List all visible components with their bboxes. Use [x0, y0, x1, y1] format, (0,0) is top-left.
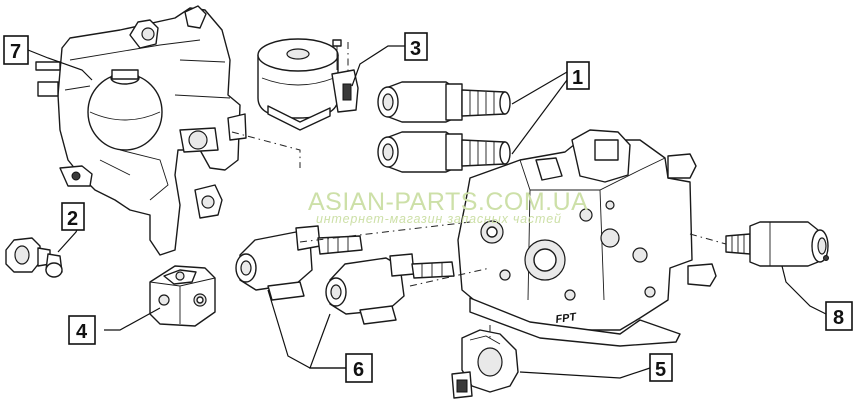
- callout-5-number: 5: [655, 359, 666, 381]
- callout-1-number: 1: [572, 67, 583, 89]
- part-7-hydraulic-accumulator-unit: [35, 5, 247, 256]
- callout-7-number: 7: [10, 41, 21, 63]
- callout-3: 3: [404, 32, 428, 61]
- part-3-electric-motor: [257, 38, 359, 131]
- part-4-connector-block: [149, 265, 216, 327]
- valve-body-block: FPT: [457, 129, 717, 347]
- part-6-pressure-valve-right: [325, 253, 455, 325]
- part-1-solenoid-valve-lower: [377, 131, 511, 173]
- callout-3-number: 3: [410, 38, 421, 60]
- part-5-position-sensor: [451, 329, 519, 399]
- callout-7: 7: [3, 35, 29, 65]
- part-8-solenoid-valve: [725, 221, 829, 267]
- callout-6-number: 6: [353, 359, 364, 381]
- callout-8-number: 8: [833, 307, 844, 329]
- watermark-sub-text: интернет-магазин запасных частей: [316, 212, 562, 226]
- callout-4-number: 4: [76, 321, 88, 343]
- callout-2-number: 2: [67, 208, 78, 230]
- callout-1: 1: [566, 61, 590, 90]
- watermark: ASIAN-PARTS.COM.UA интернет-магазин запа…: [308, 188, 588, 226]
- part-2-sensor: [5, 237, 63, 278]
- callout-8: 8: [825, 301, 853, 331]
- callout-6: 6: [345, 353, 373, 383]
- brand-mark-text: FPT: [555, 311, 579, 326]
- assembly-axes: [231, 42, 727, 340]
- callout-4: 4: [68, 315, 96, 345]
- part-6-pressure-valve-left: [235, 225, 363, 301]
- part-1-solenoid-valve-upper: [377, 81, 511, 123]
- callout-2: 2: [61, 202, 85, 231]
- callout-5: 5: [649, 353, 673, 382]
- watermark-main-text: ASIAN-PARTS.COM.UA: [308, 188, 588, 216]
